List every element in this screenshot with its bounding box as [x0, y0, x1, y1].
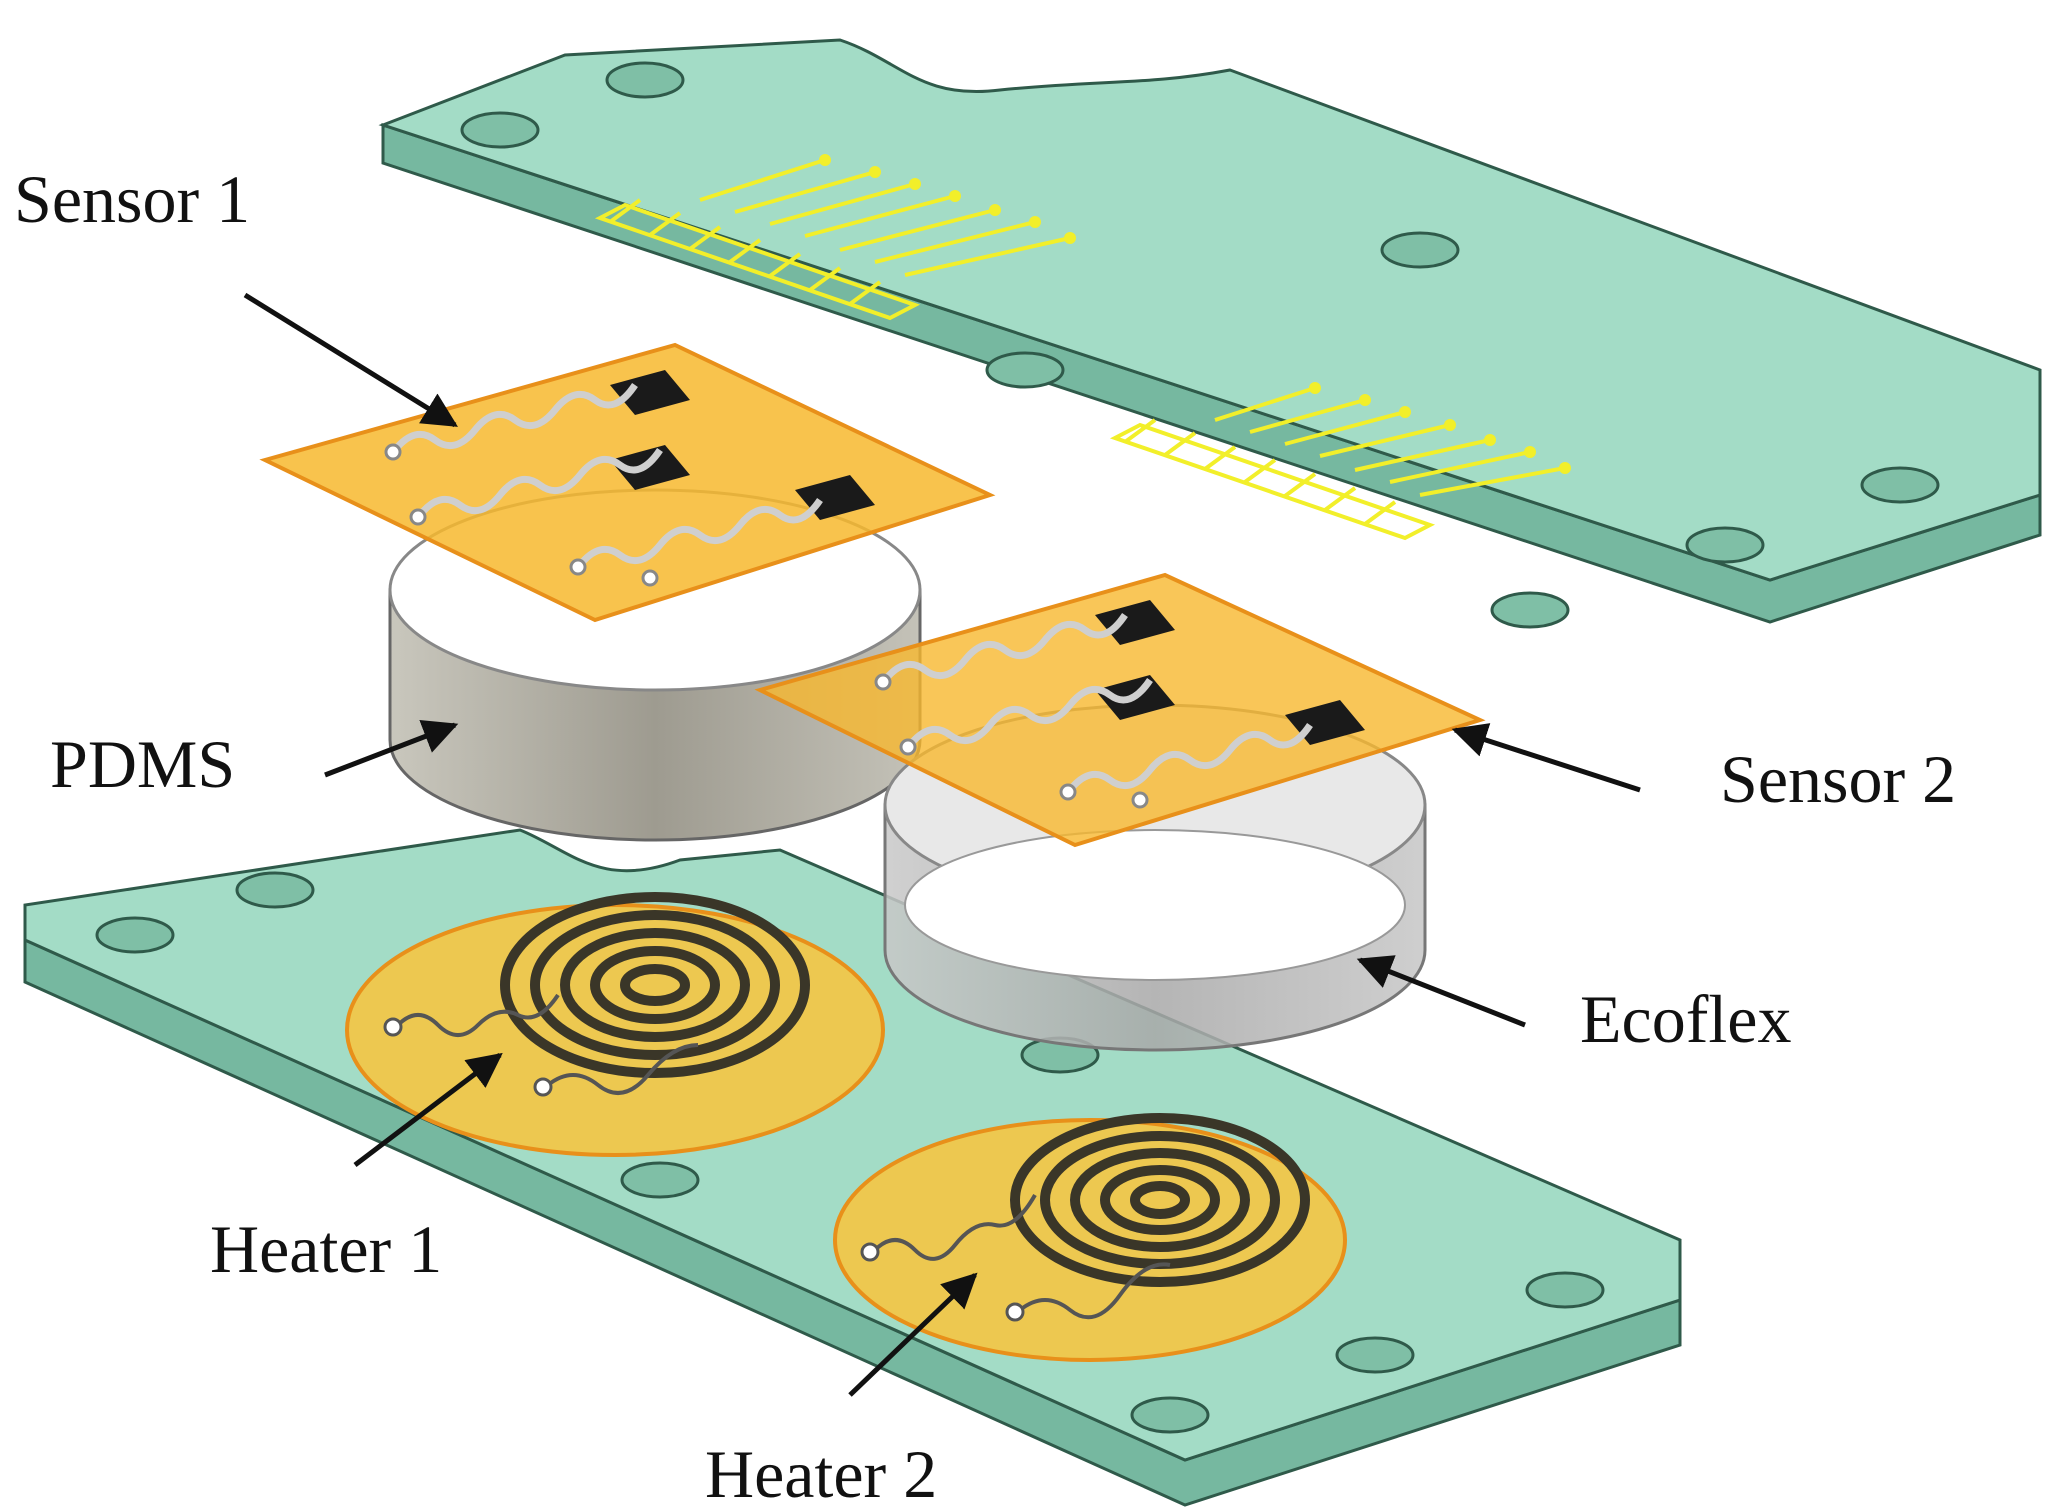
callout-arrows — [243, 292, 1641, 1397]
sensor-2-pad-1 — [1095, 600, 1175, 645]
ecoflex-label: Ecoflex — [1580, 981, 1792, 1057]
arrow-heater-2 — [848, 1272, 978, 1397]
bottom-pcb-surface — [23, 828, 1682, 1462]
top-pcb-traces-group-1 — [594, 158, 1071, 321]
top-pcb-trace-pins — [819, 154, 1571, 474]
heater-1-lead — [396, 993, 699, 1095]
sensor-2-label: Sensor 2 — [1720, 741, 1957, 817]
heater-1 — [345, 892, 885, 1157]
sensor-2 — [754, 572, 1486, 848]
sensor-2-serpentines — [882, 612, 1313, 793]
arrow-ecoflex — [1356, 955, 1526, 1028]
heater-2 — [833, 1113, 1347, 1362]
sensor-1-serpentines — [392, 382, 823, 568]
sensor-1-pad-2 — [610, 445, 690, 490]
heater-2-lead — [873, 1194, 1171, 1320]
sensor-1-label: Sensor 1 — [14, 161, 251, 237]
sensor-1-pad-1 — [610, 370, 690, 415]
bottom-pcb — [23, 828, 1682, 1507]
arrow-sensor-2 — [1451, 723, 1641, 793]
heater-2-label: Heater 2 — [705, 1436, 938, 1512]
top-pcb-traces-group-2 — [1109, 386, 1566, 541]
heater-2-film — [833, 1118, 1347, 1362]
heater-1-label: Heater 1 — [210, 1211, 443, 1287]
top-pcb-surface — [378, 38, 2042, 582]
arrow-sensor-1 — [243, 292, 458, 428]
pdms-label: PDMS — [50, 726, 236, 802]
top-pcb-mount-holes — [460, 61, 1940, 629]
top-pcb — [378, 38, 2042, 629]
arrow-pdms — [324, 719, 459, 778]
ecoflex-hole — [904, 829, 1406, 981]
heater-1-coil — [500, 892, 810, 1078]
arrow-heater-1 — [353, 1052, 503, 1167]
